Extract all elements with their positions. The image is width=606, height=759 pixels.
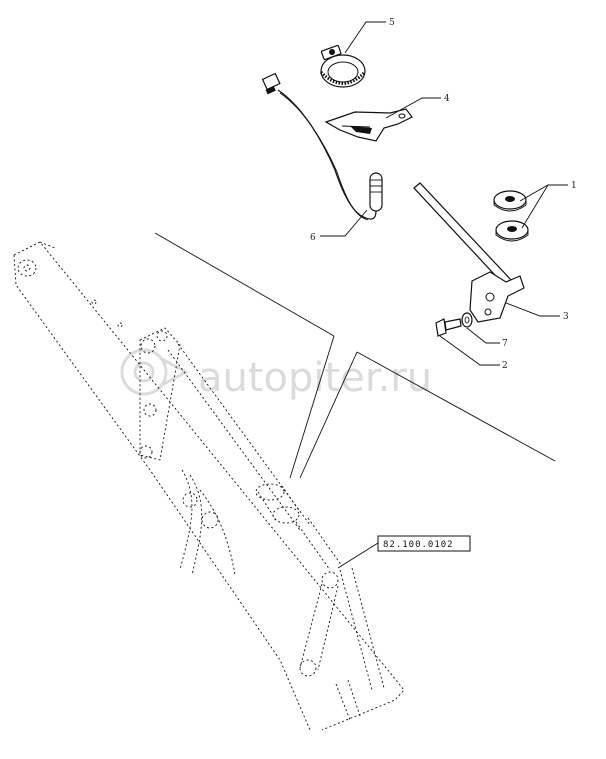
rod-plate-part: [413, 182, 525, 323]
callout-5: 5: [389, 18, 395, 28]
bolt-washer-parts: [435, 312, 473, 337]
bracket-part: [324, 108, 413, 142]
hose-clamp-part: [319, 44, 367, 88]
washer-parts: [493, 190, 529, 242]
sensor-cable-part: [261, 72, 383, 221]
callout-6: 6: [310, 233, 316, 243]
watermark: autopiter.ru: [120, 348, 432, 401]
section-lines: [154, 232, 556, 479]
reference-box[interactable]: 82.100.0102: [337, 535, 471, 569]
callout-3: 3: [563, 312, 569, 322]
callout-7: 7: [502, 339, 508, 349]
watermark-text: autopiter.ru: [198, 355, 432, 401]
callout-1: 1: [571, 181, 577, 191]
reference-label: 82.100.0102: [383, 540, 454, 550]
boom-arm: [13, 241, 405, 731]
callout-2: 2: [502, 361, 508, 371]
callout-4: 4: [444, 94, 450, 104]
callouts: 5 4 1 6 3 7 2: [310, 18, 577, 371]
